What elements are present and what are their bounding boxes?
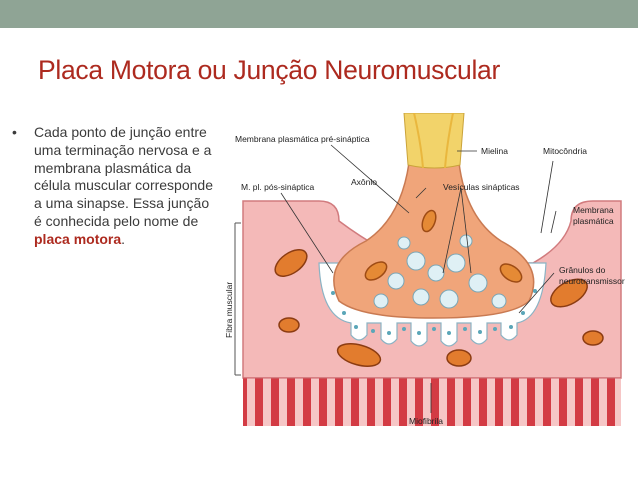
bullet-highlight: placa motora: [34, 230, 122, 247]
myofibril-band: [243, 378, 621, 426]
label-axon: Axônio: [351, 177, 377, 187]
leader-lines: [280, 144, 557, 413]
label-granules-1: Grânulos do: [559, 265, 606, 275]
bullet-text-end: .: [121, 230, 126, 247]
label-pre-membrane: Membrana plasmática pré-sináptica: [235, 134, 370, 144]
myelin-sheath: [403, 113, 465, 169]
bullet-text: Cada ponto de junção entre uma terminaçã…: [34, 124, 213, 229]
synaptic-vesicles: [373, 234, 507, 309]
junction-diagram: Membrana plasmática pré-sináptica Mielin…: [221, 113, 633, 430]
figure-labels: Membrana plasmática pré-sináptica Mielin…: [224, 134, 625, 426]
label-myofibril: Miofibrila: [409, 416, 443, 426]
neurotransmitter-granules: [331, 289, 537, 335]
slide-title: Placa Motora ou Junção Neuromuscular: [38, 55, 501, 85]
bullet-list: • Cada ponto de junção entre uma termina…: [10, 124, 215, 249]
bullet-marker: •: [12, 124, 17, 140]
label-membrane-2: plasmática: [573, 216, 614, 226]
label-membrane-1: Membrana: [573, 205, 614, 215]
label-muscle-fiber: Fibra muscular: [224, 282, 234, 338]
muscle-mitochondria: [274, 249, 604, 367]
slide-top-bar: [0, 0, 638, 28]
neuromuscular-junction-figure: Membrana plasmática pré-sináptica Mielin…: [221, 113, 633, 430]
label-vesicles: Vesículas sinápticas: [443, 182, 520, 192]
label-myelin: Mielina: [481, 146, 508, 156]
bullet-item: • Cada ponto de junção entre uma termina…: [10, 124, 215, 249]
label-mitochondria: Mitocôndria: [543, 146, 587, 156]
terminal-mitochondria: [364, 209, 523, 283]
label-granules-2: neurotransmissor: [559, 276, 625, 286]
label-post-membrane: M. pl. pós-sináptica: [241, 182, 314, 192]
myelin-stripes: [413, 113, 454, 169]
